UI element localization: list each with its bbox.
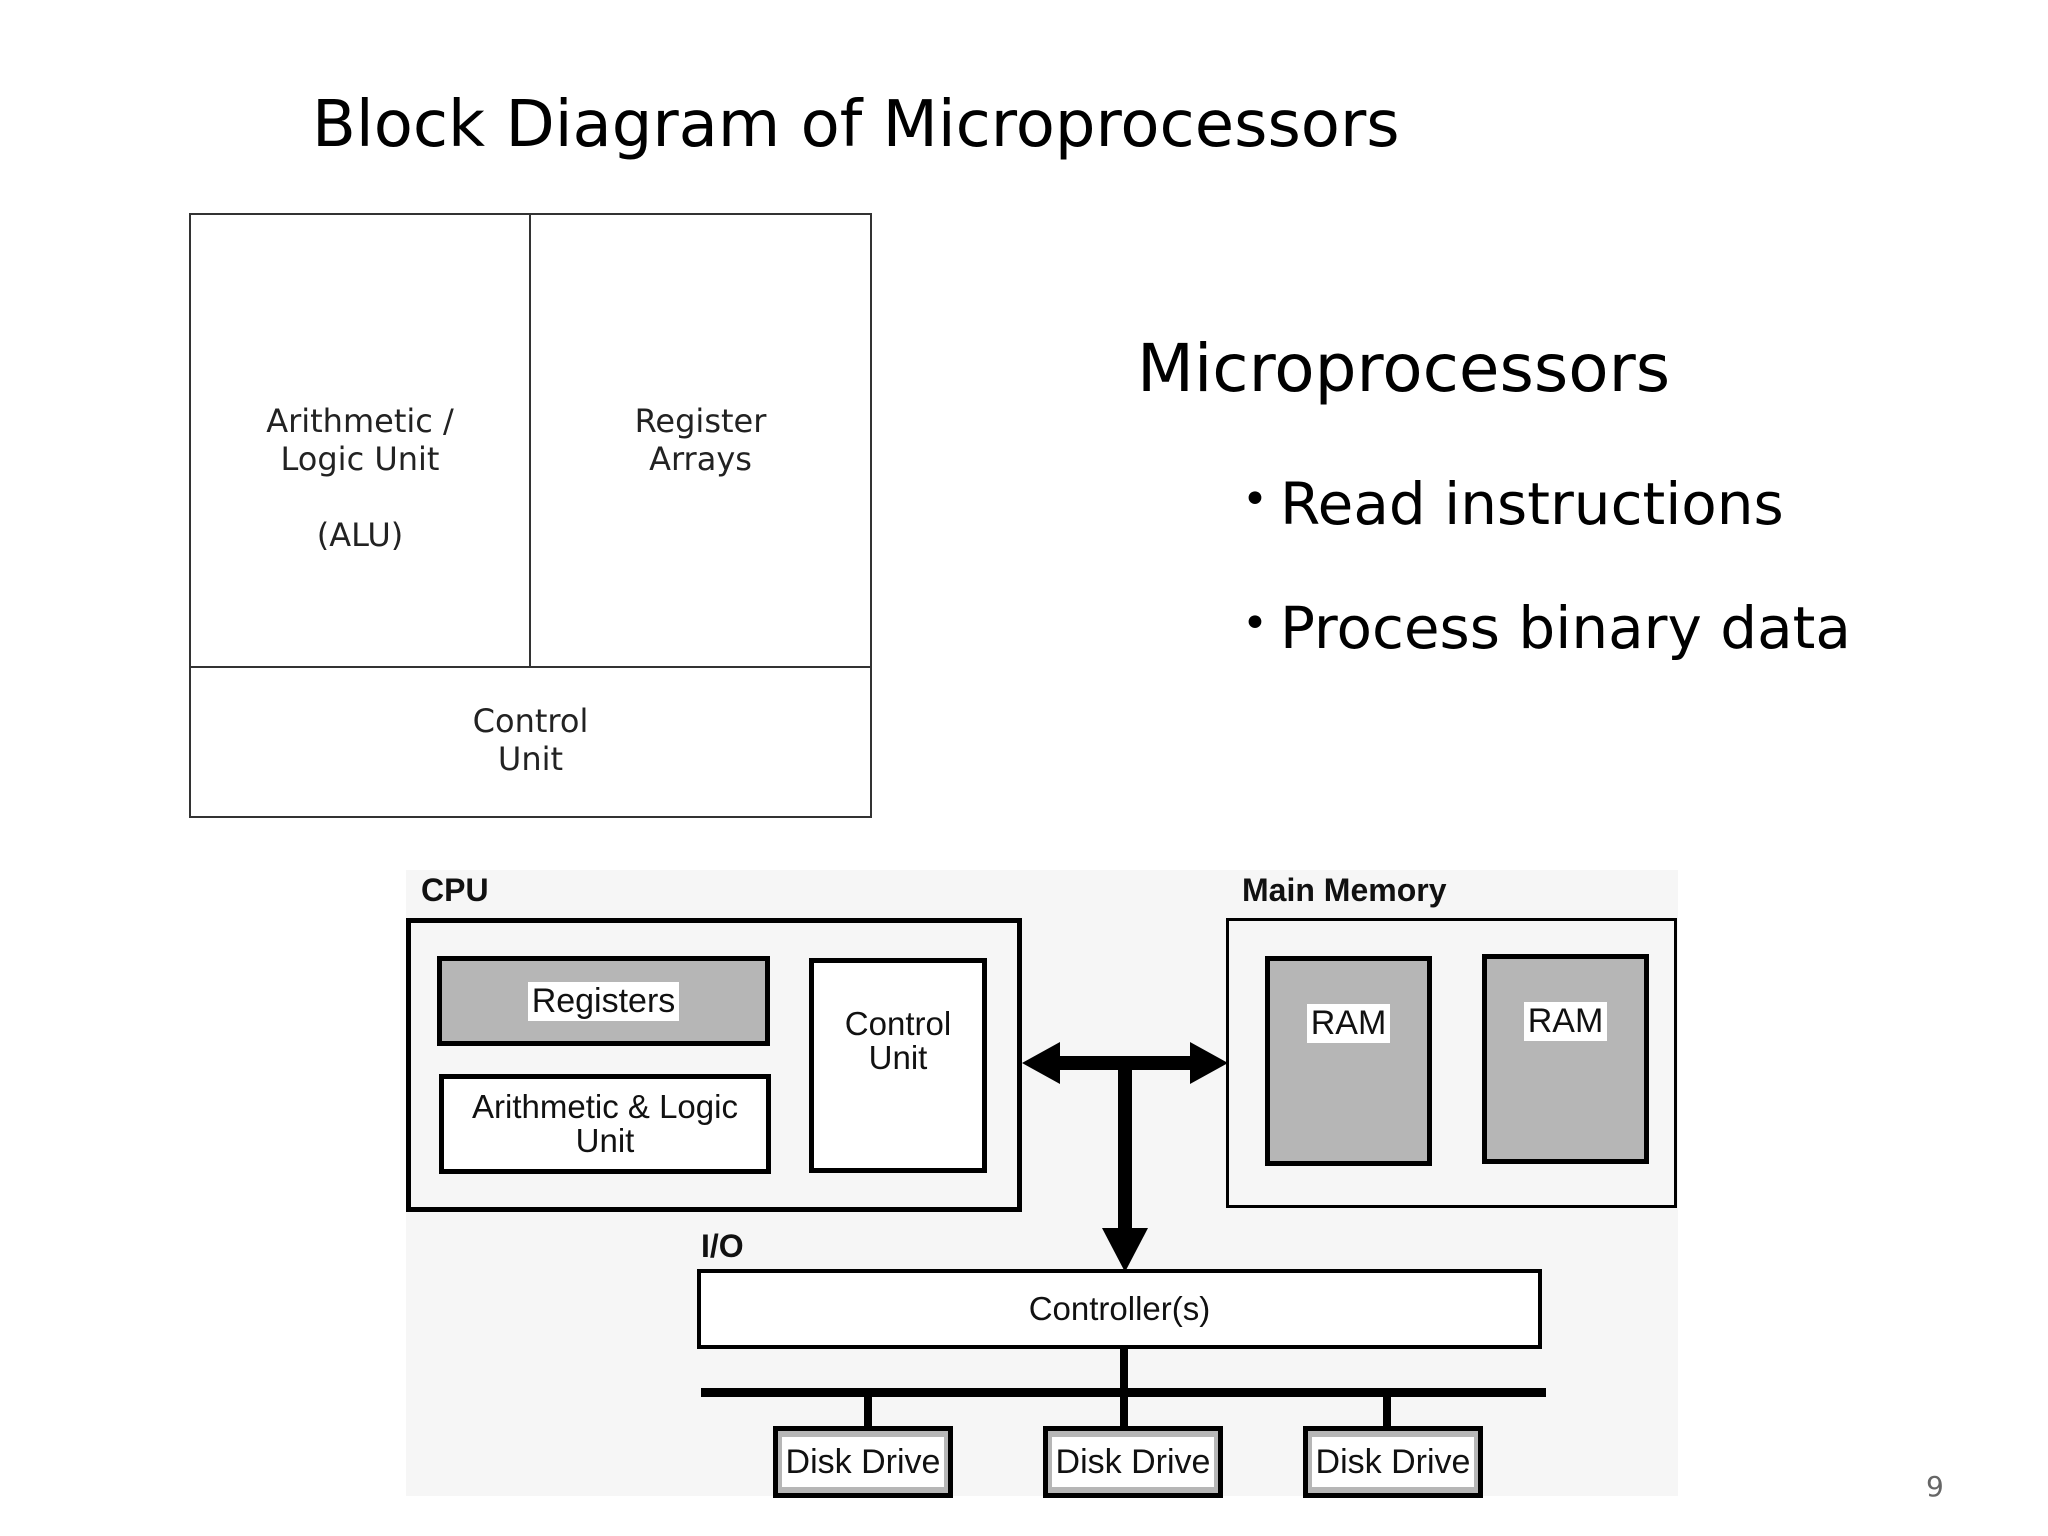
controller-stem [1120,1346,1128,1394]
io-bus-line [701,1388,1546,1397]
cpu-control-line-1: Control [844,1005,952,1042]
disk-drive-label: Disk Drive [1051,1437,1215,1487]
ram-label: RAM [1523,1002,1608,1041]
register-arrays-block: Register Arrays [531,402,870,478]
cpu-box [406,918,1022,1212]
cpu-control-line-2: Unit [868,1039,928,1076]
alu-label-line-2: Unit [575,1122,635,1159]
bullet-text: Process binary data [1279,594,1851,662]
disk-drive-label: Disk Drive [1311,1437,1475,1487]
control-line-2: Unit [497,740,564,778]
disk-drop-line [864,1394,872,1430]
bullet-text: Read instructions [1279,470,1784,538]
register-line-2: Arrays [649,440,752,478]
ram-label: RAM [1306,1004,1391,1043]
disk-drive-box: Disk Drive [1043,1426,1223,1498]
alu-box: Arithmetic & Logic Unit [439,1074,771,1174]
bullet-dot-icon: • [1242,474,1268,525]
ram-box: RAM [1265,956,1432,1166]
disk-drive-label: Disk Drive [781,1437,945,1487]
cpu-control-unit-box: Control Unit [809,958,987,1173]
alu-block: Arithmetic / Logic Unit (ALU) [191,402,529,554]
disk-drive-box: Disk Drive [773,1426,953,1498]
ram-box: RAM [1482,954,1649,1164]
bus-stem [1118,1068,1132,1230]
io-label: I/O [701,1228,744,1264]
disk-drop-line [1120,1394,1128,1430]
registers-box: Registers [437,956,770,1046]
block-divider-vertical [529,213,531,668]
main-memory-label: Main Memory [1242,872,1447,908]
control-unit-block: Control Unit [191,702,870,778]
alu-abbrev: (ALU) [316,516,404,554]
register-line-1: Register [634,402,767,440]
slide-title: Block Diagram of Microprocessors [312,88,1400,162]
controller-label: Controller(s) [1028,1290,1211,1327]
alu-line-2: Logic Unit [280,440,440,478]
bus-arrow-down [1102,1228,1148,1272]
bullet-item: •Read instructions [1242,470,1784,538]
page-number: 9 [1926,1470,1944,1503]
system-bus-arrows [1022,1042,1228,1272]
cpu-label: CPU [421,872,489,908]
alu-line-1: Arithmetic / [266,402,454,440]
bullet-item: •Process binary data [1242,594,1851,662]
disk-drive-box: Disk Drive [1303,1426,1483,1498]
bullet-dot-icon: • [1242,598,1268,649]
alu-label-line-1: Arithmetic & Logic [472,1088,738,1125]
registers-label: Registers [527,981,680,1021]
section-heading: Microprocessors [1137,330,1671,407]
bus-arrow-horizontal [1022,1042,1228,1084]
io-bus [701,1346,1546,1430]
block-divider-horizontal [189,666,872,668]
control-line-1: Control [472,702,589,740]
disk-drop-line [1383,1394,1391,1430]
controller-box: Controller(s) [697,1269,1542,1349]
